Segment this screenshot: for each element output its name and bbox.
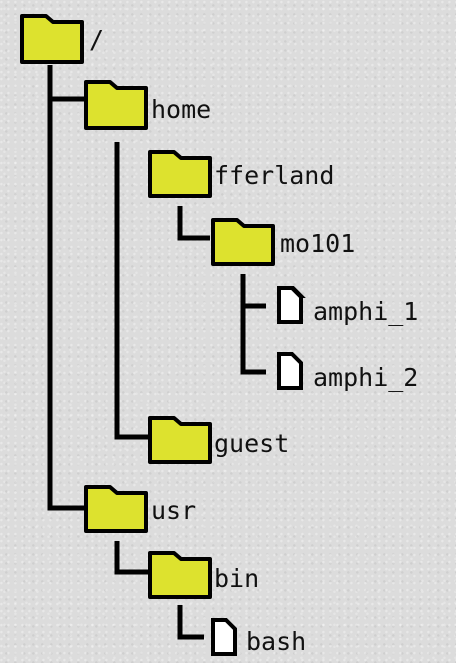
node-label-usr: usr	[151, 496, 196, 525]
tree-node-home: home	[84, 80, 211, 130]
folder-icon	[148, 150, 212, 198]
connector-home-guest	[114, 142, 148, 440]
node-label-amphi-2: amphi_2	[313, 363, 418, 392]
folder-icon	[148, 551, 212, 599]
connector-mo101-amphi2	[240, 306, 266, 375]
folder-icon	[84, 80, 148, 130]
connector-root-home	[47, 65, 84, 102]
folder-icon	[20, 14, 84, 64]
tree-node-usr: usr	[84, 485, 196, 533]
tree-node-fferland: fferland	[148, 150, 334, 198]
tree-node-root: /	[20, 14, 104, 64]
file-icon	[277, 352, 303, 390]
tree-node-bin: bin	[148, 551, 259, 599]
file-icon	[211, 618, 237, 656]
connector-usr-bin	[114, 541, 148, 575]
tree-node-bash: bash	[211, 618, 306, 656]
connector-mo101-amphi1	[240, 274, 266, 309]
file-icon-fold	[277, 286, 303, 324]
folder-icon	[84, 485, 148, 533]
folder-icon	[148, 416, 212, 464]
connector-root-usr	[47, 99, 84, 511]
folder-icon	[211, 218, 275, 266]
node-label-home: home	[151, 95, 211, 124]
node-label-bin: bin	[214, 564, 259, 593]
tree-connectors	[47, 65, 266, 640]
tree-node-amphi-2: amphi_2	[277, 352, 418, 392]
connector-fferland-mo101	[177, 206, 210, 241]
node-label-root: /	[89, 25, 104, 54]
tree-node-amphi-1: amphi_1	[277, 286, 418, 326]
node-label-guest: guest	[214, 429, 289, 458]
node-label-amphi-1: amphi_1	[313, 297, 418, 326]
node-label-bash: bash	[246, 627, 306, 656]
node-label-mo101: mo101	[280, 229, 355, 258]
connector-bin-bash	[177, 605, 204, 640]
tree-node-mo101: mo101	[211, 218, 355, 266]
node-label-fferland: fferland	[214, 161, 334, 190]
tree-node-guest: guest	[148, 416, 289, 464]
